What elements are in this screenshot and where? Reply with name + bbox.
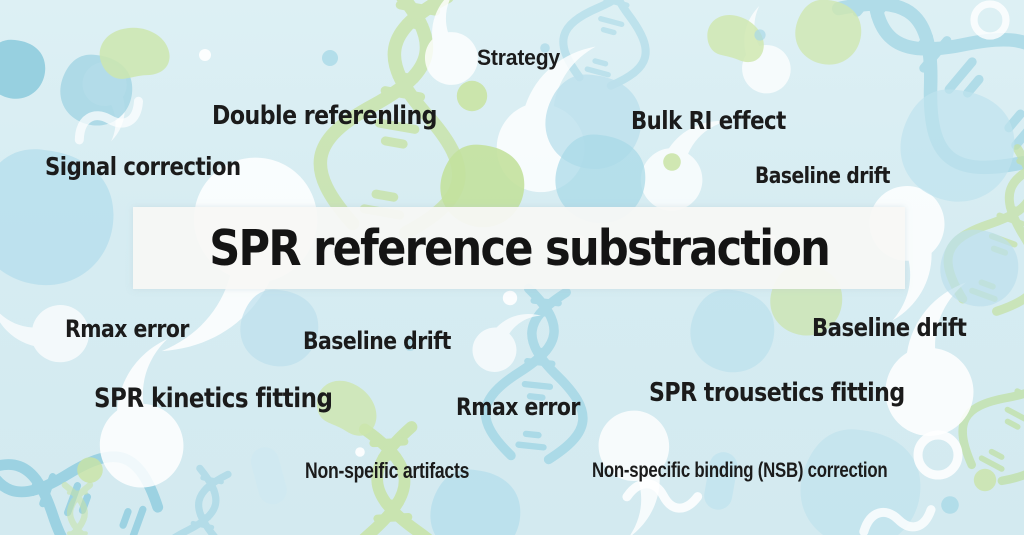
keyword-strategy: Strategy	[477, 45, 560, 70]
keyword-baseline-drift-mid: Baseline drift	[303, 327, 451, 355]
keyword-baseline-drift-top: Baseline drift	[755, 164, 890, 189]
keyword-bulk-ri-effect: Bulk RI effect	[631, 106, 786, 135]
title-banner: SPR reference substraction	[133, 207, 905, 289]
keyword-rmax-error-bottom: Rmax error	[456, 393, 580, 421]
keyword-rmax-error-left: Rmax error	[65, 315, 189, 343]
keyword-nsb-correction: Non-specific binding (NSB) correction	[592, 459, 888, 482]
keyword-baseline-drift-right: Baseline drift	[812, 313, 967, 342]
keyword-spr-trousetics-fitting: SPR trousetics fitting	[649, 378, 905, 408]
keyword-non-speific-artifacts: Non-speific artifacts	[305, 458, 470, 483]
keyword-double-referenling: Double referenling	[212, 101, 437, 131]
page-title: SPR reference substraction	[209, 219, 831, 277]
keyword-signal-correction: Signal correction	[45, 152, 241, 181]
keyword-spr-kinetics-fitting: SPR kinetics fitting	[94, 383, 333, 414]
